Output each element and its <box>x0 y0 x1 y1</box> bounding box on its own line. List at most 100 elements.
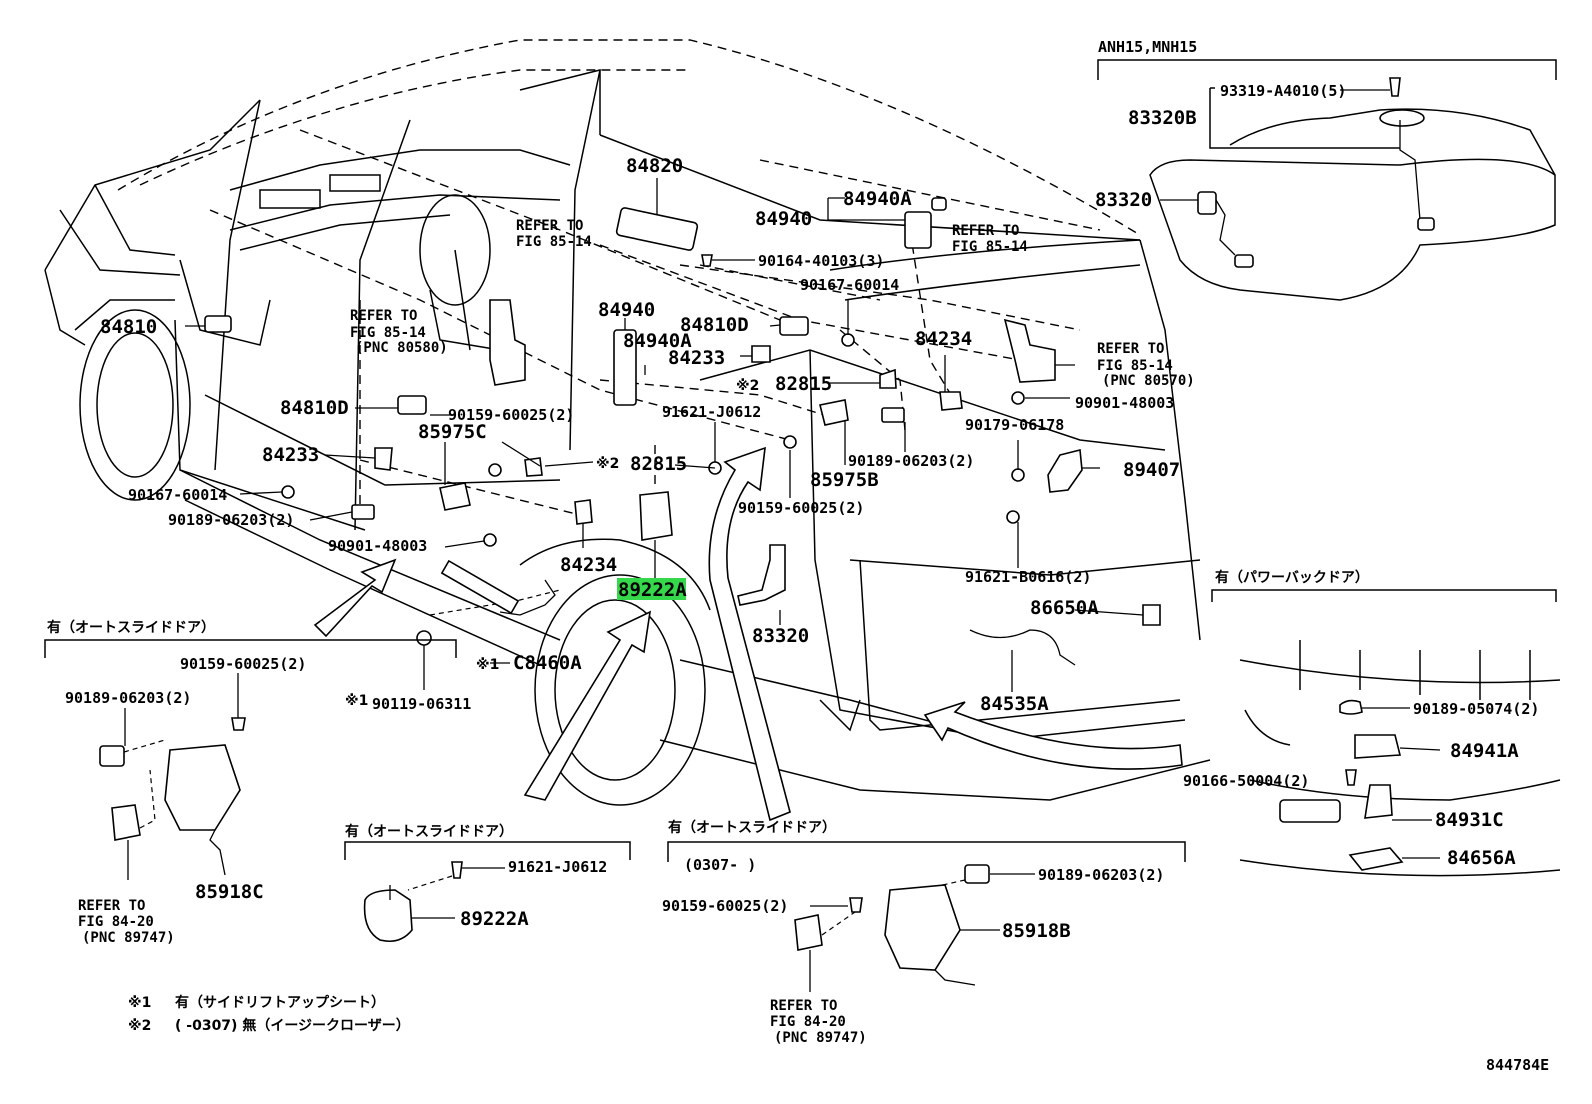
bolt-icon <box>451 861 463 879</box>
bolt-icon <box>281 485 295 499</box>
part-85918C <box>164 744 241 831</box>
label-90159-b: 90159-60025(2) <box>738 499 864 517</box>
part-85975C <box>439 482 471 511</box>
fuel-tank <box>1149 158 1556 301</box>
bolt-icon <box>849 897 863 913</box>
label-85918B: 85918B <box>1002 920 1071 942</box>
label-84940-mid: 84940 <box>598 299 655 321</box>
bolt-icon <box>483 533 497 547</box>
part-86650A-connector <box>1142 604 1161 626</box>
bolt-icon <box>783 435 797 449</box>
label-84656A: 84656A <box>1447 847 1516 869</box>
label-91621-b: 91621-B0616(2) <box>965 568 1091 586</box>
label-90166: 90166-50004(2) <box>1183 772 1309 790</box>
mark-2-a: ※2 <box>736 378 759 394</box>
diagram-code: 844784E <box>1486 1056 1549 1074</box>
direction-arrow-icon <box>923 701 1183 770</box>
ref5-line2: FIG 84-20 <box>78 914 154 930</box>
part-86650A <box>969 629 1076 666</box>
power-back-door-inset <box>1211 589 1561 877</box>
bolt-icon <box>1345 769 1357 786</box>
label-90189-left: 90189-06203(2) <box>168 511 294 529</box>
auto-slide-door-left-inset <box>44 639 457 880</box>
label-84234-top: 84234 <box>915 328 972 350</box>
clip-icon <box>879 368 897 389</box>
part-84233-left <box>374 447 393 471</box>
clip-icon <box>99 745 125 767</box>
ref4-line1: REFER TO <box>1097 341 1164 357</box>
direction-arrow-icon <box>313 558 397 638</box>
clip-icon <box>881 407 905 423</box>
clip-icon <box>1339 699 1363 715</box>
label-84535A: 84535A <box>980 693 1049 715</box>
bolt-icon <box>1011 468 1025 482</box>
label-91621-a: 91621-J0612 <box>662 403 761 421</box>
label-90167-top: 90167-60014 <box>800 276 899 294</box>
bolt-icon <box>1006 510 1020 524</box>
label-90179: 90179-06178 <box>965 416 1064 434</box>
bracket-icon <box>489 299 526 386</box>
label-85918C: 85918C <box>195 881 264 903</box>
label-84940A: 84940A <box>843 188 912 210</box>
footnote-1-mark: ※1 <box>128 995 151 1011</box>
part-89222A <box>639 491 673 541</box>
sensor-icon <box>1234 254 1254 268</box>
direction-arrows <box>313 446 1183 822</box>
part-84233 <box>751 345 771 363</box>
part-84656A <box>1348 847 1404 871</box>
ref2-line3: (PNC 80580) <box>355 340 448 356</box>
ref3-line1: REFER TO <box>952 223 1019 239</box>
part-84820 <box>615 207 699 251</box>
label-93319: 93319-A4010(5) <box>1220 82 1346 100</box>
label-83320-low: 83320 <box>752 625 809 647</box>
label-C8460A: C8460A <box>513 652 582 674</box>
connector-icon <box>794 914 823 951</box>
part-84940 <box>904 211 932 249</box>
label-90901-left: 90901-48003 <box>328 537 427 555</box>
ref1-line1: REFER TO <box>516 218 583 234</box>
sensor-icon <box>819 399 849 426</box>
label-89222A-low: 89222A <box>460 908 529 930</box>
vehicle-body <box>44 39 1211 806</box>
direction-arrow-icon <box>523 610 652 801</box>
footnotes: ※1 有（サイドリフトアップシート） ※2 ( -0307) 無（イージークロー… <box>128 994 410 1034</box>
label-84810D-left: 84810D <box>280 397 349 419</box>
label-84234-mid: 84234 <box>560 554 617 576</box>
label-90189-c: 90189-06203(2) <box>65 689 191 707</box>
parts <box>204 197 1161 666</box>
auto-slide-door-right-inset <box>667 841 1186 992</box>
bolt-icon <box>416 630 432 646</box>
clip-icon <box>351 504 375 520</box>
part-89222A-small <box>363 889 413 943</box>
bolt-icon <box>1011 391 1025 405</box>
part-83320 <box>737 544 786 606</box>
part-84810 <box>204 315 232 333</box>
label-auto-slide-right: 有（オートスライドドア） <box>668 819 836 836</box>
label-84810D-top: 84810D <box>680 314 749 336</box>
label-84940A-mid: 84940A <box>623 330 692 352</box>
ref6-line1: REFER TO <box>770 998 837 1014</box>
label-84820: 84820 <box>626 155 683 177</box>
reference-notes: REFER TO FIG 85-14 REFER TO FIG 85-14 (P… <box>78 218 1195 1046</box>
part-84656A-plate <box>1279 799 1341 823</box>
bolt-icon <box>488 463 502 477</box>
connector-icon <box>111 804 141 841</box>
bolt-icon <box>701 254 713 267</box>
ref4-line3: (PNC 80570) <box>1102 373 1195 389</box>
part-89407 <box>1047 448 1083 493</box>
mark-1-b: ※1 <box>345 693 368 709</box>
footnote-1-text: 有（サイドリフトアップシート） <box>175 994 385 1011</box>
label-period: (0307- ) <box>684 856 756 874</box>
part-93319-fitting <box>1379 109 1425 127</box>
part-C8460A <box>499 579 556 616</box>
label-85975C: 85975C <box>418 421 487 443</box>
part-labels: 84820 84940 84940A 90164-40103(3) 90167-… <box>47 38 1549 1074</box>
label-85975B: 85975B <box>810 469 879 491</box>
label-90189-mid: 90189-06203(2) <box>848 452 974 470</box>
label-84941A: 84941A <box>1450 740 1519 762</box>
label-89222A-main: 89222A <box>618 579 687 601</box>
part-84931C <box>1364 784 1393 819</box>
ref2-line2: FIG 85-14 <box>350 325 426 341</box>
